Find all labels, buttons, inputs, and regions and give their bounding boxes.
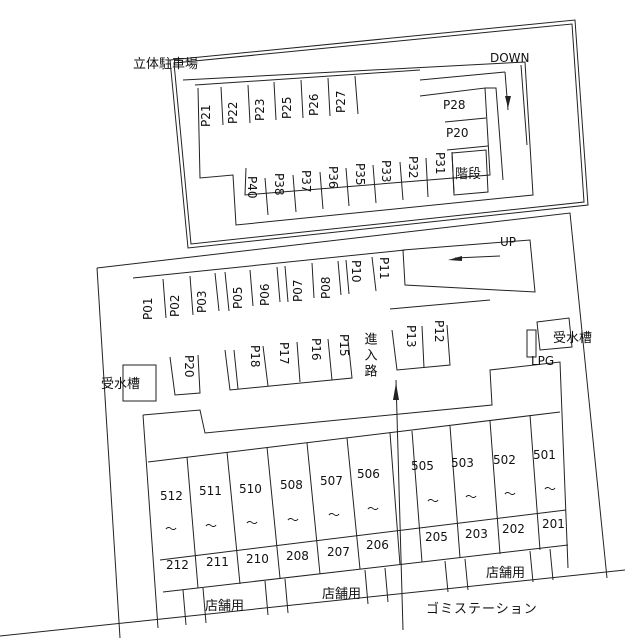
- entrance-road-label: 進入路: [362, 332, 378, 380]
- unit-top-number: 511: [199, 484, 222, 498]
- entrance-arrow-icon: [393, 383, 399, 400]
- stall-label: P10: [349, 260, 363, 283]
- unit-range-sep: ～: [504, 487, 516, 501]
- stall-label: P36: [326, 166, 340, 189]
- stairs-label: 階段: [455, 167, 481, 182]
- unit-top-number: 512: [160, 489, 183, 503]
- stall-label: P01: [141, 297, 155, 320]
- unit-range-sep: ～: [544, 482, 556, 496]
- down-label: DOWN: [490, 51, 530, 65]
- stall-label: P37: [299, 170, 313, 193]
- unit-labels: 512 ～ 212 511 ～ 211 510 ～ 210 508 ～ 208 …: [160, 448, 565, 572]
- stall-label: P13: [404, 325, 418, 348]
- stall-label: P20: [182, 355, 196, 378]
- shop-label: 店舗用: [486, 566, 525, 581]
- unit-bottom-number: 206: [366, 538, 389, 552]
- stall-label: P07: [291, 279, 305, 302]
- stall-label: P05: [231, 286, 245, 309]
- stall-label: P33: [379, 160, 393, 183]
- shop-stall-dividers: [182, 548, 554, 626]
- unit-range-sep: ～: [328, 508, 340, 522]
- stall-label: P21: [199, 104, 213, 127]
- unit-bottom-number: 207: [327, 545, 350, 559]
- stall-label: P18: [248, 345, 262, 368]
- unit-range-sep: ～: [165, 522, 177, 536]
- unit-top-number: 501: [533, 448, 556, 462]
- water-tank-left-label: 受水槽: [101, 377, 140, 392]
- stall-label: P32: [406, 156, 420, 179]
- stall-label: P26: [307, 93, 321, 116]
- unit-dividers: [186, 414, 541, 589]
- unit-bottom-number: 201: [542, 517, 565, 531]
- ground-site-outline: [0, 212, 625, 639]
- stall-label: P38: [272, 173, 286, 196]
- stall-label: P28: [443, 98, 466, 112]
- unit-bottom-number: 202: [502, 522, 525, 536]
- unit-top-number: 507: [320, 474, 343, 488]
- stall-label: P15: [337, 334, 351, 357]
- stall-label: P25: [280, 96, 294, 119]
- unit-bottom-number: 208: [286, 549, 309, 563]
- unit-bottom-number: 210: [246, 552, 269, 566]
- parking-structure-title: 立体駐車場: [133, 57, 198, 72]
- unit-top-number: 505: [411, 459, 434, 473]
- stall-label: P11: [377, 257, 391, 280]
- unit-range-sep: ～: [465, 490, 477, 504]
- stall-label: P27: [334, 90, 348, 113]
- unit-bottom-number: 211: [206, 555, 229, 569]
- stall-label: P23: [253, 98, 267, 121]
- multi-storey-parking-outline: [169, 19, 589, 249]
- unit-range-sep: ～: [246, 516, 258, 530]
- unit-range-sep: ～: [205, 519, 217, 533]
- garbage-station-label: ゴミステーション: [426, 601, 538, 617]
- unit-bottom-number: 205: [425, 530, 448, 544]
- stall-label: P16: [309, 338, 323, 361]
- unit-range-sep: ～: [367, 502, 379, 516]
- stall-label: P20: [446, 126, 469, 140]
- unit-bottom-number: 212: [166, 558, 189, 572]
- stall-label: P22: [226, 101, 240, 124]
- unit-range-sep: ～: [427, 494, 439, 508]
- stall-label: P06: [258, 283, 272, 306]
- stall-label: P17: [277, 342, 291, 365]
- unit-top-number: 508: [280, 478, 303, 492]
- unit-range-sep: ～: [287, 513, 299, 527]
- stall-label: P40: [245, 176, 259, 199]
- unit-top-number: 503: [451, 456, 474, 470]
- unit-top-number: 510: [239, 482, 262, 496]
- down-arrow-icon: [505, 96, 511, 108]
- water-tank-right-label: 受水槽: [553, 331, 592, 346]
- stall-label: P35: [353, 163, 367, 186]
- shop-label: 店舗用: [322, 587, 361, 602]
- stall-label: P03: [195, 290, 209, 313]
- lpg-label: LPG: [531, 354, 554, 368]
- shop-label: 店舗用: [205, 599, 244, 614]
- unit-top-number: 506: [357, 467, 380, 481]
- up-arrow-left-icon: [448, 255, 501, 261]
- stall-label: P08: [319, 276, 333, 299]
- up-label: UP: [500, 235, 516, 249]
- stall-label: P02: [168, 294, 182, 317]
- stall-label: P31: [433, 152, 447, 175]
- unit-top-number: 502: [493, 453, 516, 467]
- unit-bottom-number: 203: [465, 527, 488, 541]
- stall-label: P12: [432, 320, 446, 343]
